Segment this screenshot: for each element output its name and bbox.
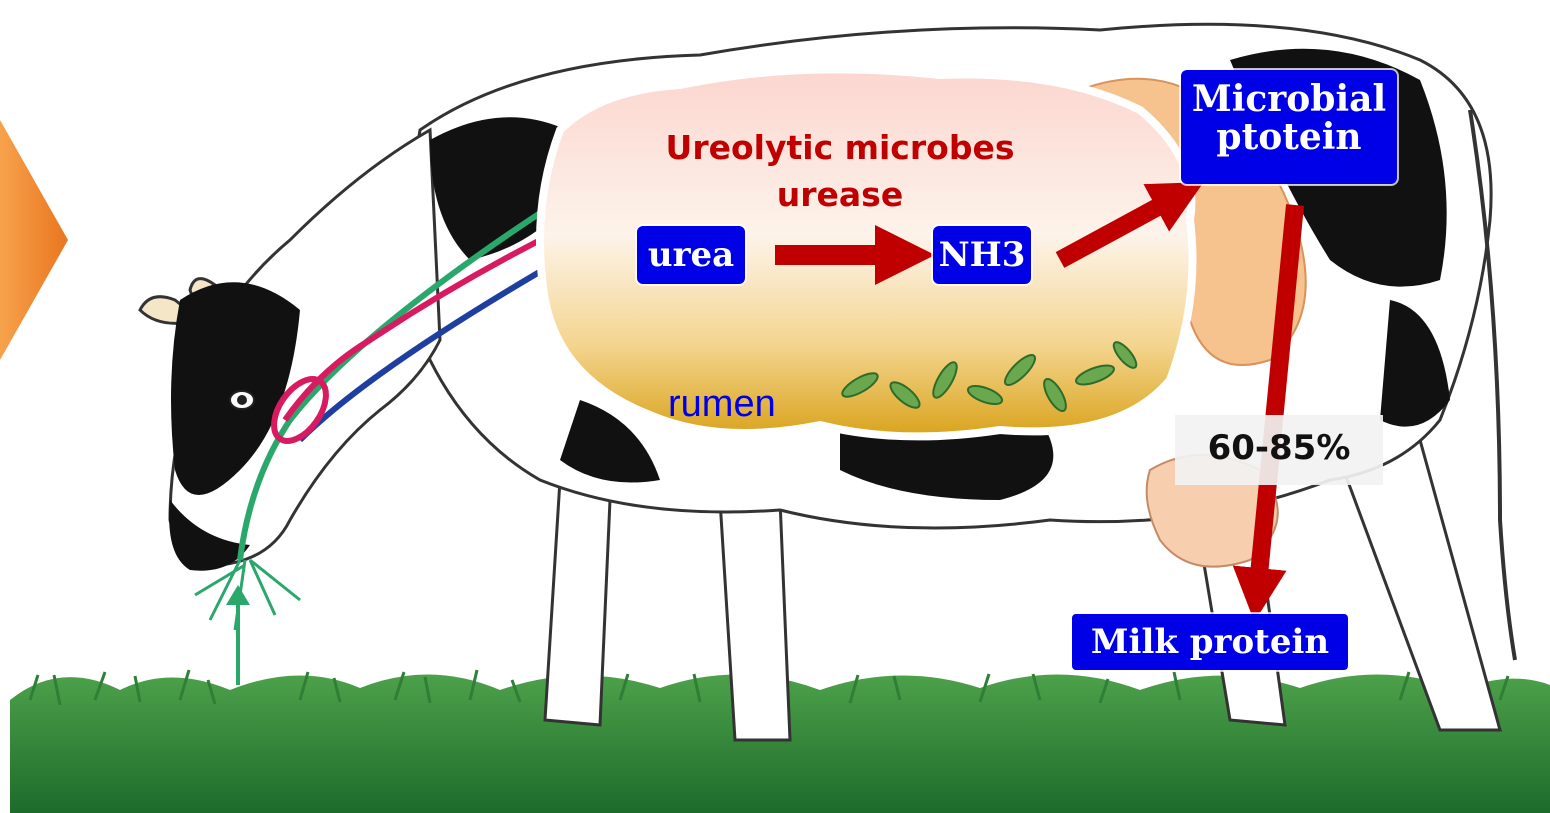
- microbial-protein-box: Microbial ptotein: [1181, 70, 1397, 184]
- side-chevron: [0, 120, 68, 360]
- milk-protein-box: Milk protein: [1072, 614, 1348, 670]
- percentage-label: 60-85%: [1175, 428, 1383, 468]
- urease-label: urease: [740, 175, 940, 214]
- urea-box: urea: [637, 226, 745, 284]
- nh3-box: NH3: [933, 226, 1031, 284]
- grass-in-mouth: [195, 560, 300, 630]
- ureolytic-microbes-label: Ureolytic microbes: [630, 128, 1050, 167]
- rumen-label: rumen: [668, 383, 776, 426]
